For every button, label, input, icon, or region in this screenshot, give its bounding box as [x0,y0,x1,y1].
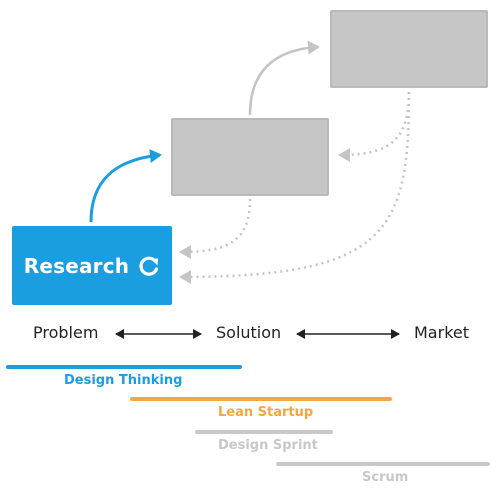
middle-to-top-arrow [248,40,320,116]
stage-market: Market [414,323,469,342]
refresh-icon [138,255,160,277]
scrum-label: Scrum [362,470,409,485]
design-thinking-label: Design Thinking [64,373,183,388]
middle-stage-box [171,118,329,196]
design-sprint-label: Design Sprint [218,438,318,453]
top-stage-box [330,10,488,88]
lean-startup-label: Lean Startup [218,405,314,420]
stage-solution: Solution [216,323,282,342]
research-to-middle-arrow [89,149,162,223]
design-sprint-span [195,430,333,434]
top-to-middle-dotted-arrow [338,91,411,162]
design-thinking-span [6,365,242,369]
scrum-span [276,462,490,466]
research-label: Research [23,253,130,278]
stage-problem: Problem [33,323,99,342]
lean-startup-span [130,397,392,401]
middle-to-research-dotted-arrow [179,198,252,259]
research-box: Research [12,226,172,305]
